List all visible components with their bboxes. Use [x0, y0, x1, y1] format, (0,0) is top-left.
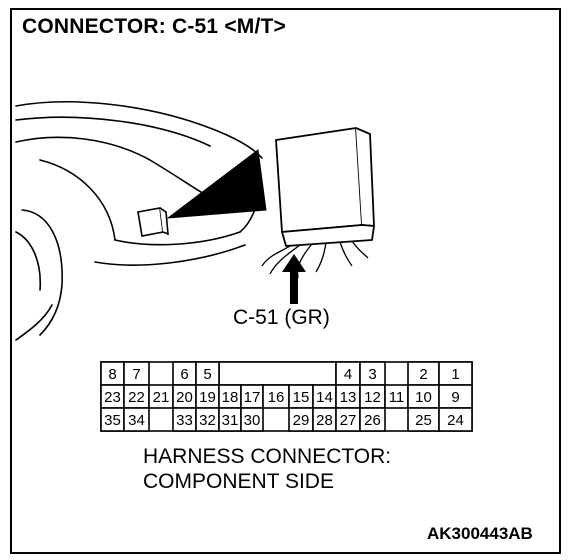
dashboard-upper-panel — [15, 116, 211, 147]
pin-number: 14 — [316, 389, 333, 406]
pin-number: 32 — [199, 412, 216, 429]
pin-number: 18 — [222, 389, 239, 406]
pin-number: 30 — [244, 412, 261, 429]
pin-number: 21 — [153, 389, 170, 406]
pin-number: 3 — [368, 366, 376, 383]
connector-blank-block — [218, 361, 337, 386]
pin-number: 34 — [128, 412, 145, 429]
connector-location-marker — [137, 207, 169, 237]
pin-number: 25 — [415, 412, 432, 429]
diagram-frame — [10, 8, 561, 554]
pin-number: 15 — [293, 389, 310, 406]
callout-wedge — [166, 149, 267, 219]
pin-number: 20 — [176, 389, 193, 406]
pin-number: 10 — [415, 389, 432, 406]
pin-number: 13 — [340, 389, 357, 406]
caption-line-2: COMPONENT SIDE — [143, 470, 334, 493]
pin-number: 17 — [244, 389, 261, 406]
pin-number: 8 — [108, 366, 116, 383]
dashboard-top-edge — [15, 101, 263, 159]
ecu-module — [275, 127, 375, 247]
pin-cell — [240, 407, 264, 432]
pin-cell — [123, 407, 150, 432]
pin-number: 27 — [340, 412, 357, 429]
pin-cell — [359, 407, 386, 432]
pin-number: 11 — [389, 389, 405, 406]
pin-number: 16 — [268, 389, 285, 406]
steering-wheel-inner — [15, 231, 42, 291]
steering-wheel-outline — [21, 209, 63, 336]
pin-number: 7 — [132, 366, 140, 383]
pin-number: 5 — [203, 366, 211, 383]
dashboard-inner-curve — [39, 159, 116, 241]
pin-number: 12 — [364, 389, 381, 406]
pin-number: 26 — [364, 412, 381, 429]
pin-number: 2 — [419, 366, 427, 383]
arrow-up-icon — [282, 254, 306, 304]
pin-number: 23 — [104, 389, 121, 406]
pin-number: 1 — [451, 366, 459, 383]
pin-number: 4 — [344, 366, 352, 383]
dashboard-lower-line — [94, 244, 246, 266]
console-front — [114, 231, 241, 246]
connector-label: C-51 (GR) — [233, 306, 330, 329]
connector-title: CONNECTOR: C-51 <M/T> — [22, 15, 287, 38]
figure-code: AK300443AB — [427, 524, 533, 543]
pin-number: 29 — [293, 412, 310, 429]
harness-caption: HARNESS CONNECTOR: COMPONENT SIDE — [143, 444, 391, 494]
pin-number: 28 — [316, 412, 333, 429]
pin-number: 31 — [222, 412, 239, 429]
pin-number: 24 — [447, 412, 464, 429]
pin-number: 9 — [451, 389, 459, 406]
pin-number: 35 — [104, 412, 121, 429]
dashboard-lower-edge — [15, 304, 53, 341]
caption-line-1: HARNESS CONNECTOR: — [143, 445, 392, 468]
pin-cell — [438, 407, 473, 432]
dashboard-mid-panel — [15, 136, 223, 206]
pin-number: 33 — [176, 412, 193, 429]
pin-number: 6 — [180, 366, 188, 383]
harness-wires — [261, 240, 369, 279]
pin-number: 22 — [128, 389, 145, 406]
pin-number: 19 — [199, 389, 216, 406]
